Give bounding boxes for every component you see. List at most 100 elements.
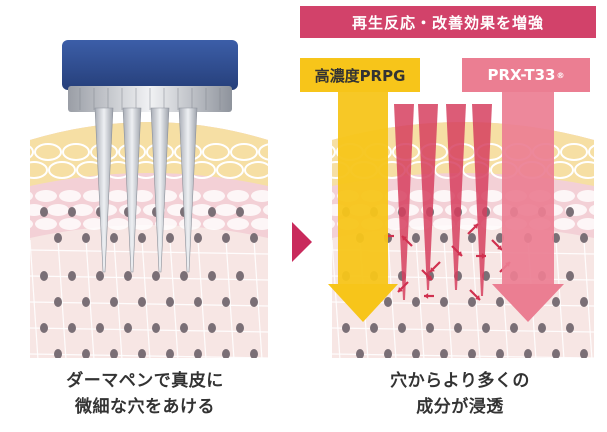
cell-nucleus [440,297,448,307]
dermal-cell [35,218,57,230]
cell-nucleus [236,323,244,333]
cell-nucleus [194,297,202,307]
cell-nucleus [82,297,90,307]
caption-left-line2: 微細な穴をあける [75,397,215,417]
dermal-cell [553,218,575,230]
diffusion-arrow-head [473,224,478,229]
cell-nucleus [166,297,174,307]
cell-nucleus [68,207,76,217]
cell-nucleus [166,349,174,358]
arrow-prx-head [492,284,564,322]
registered-mark: ® [556,70,565,80]
dermal-cell [227,218,249,230]
cell-nucleus [538,323,546,333]
cell-nucleus [566,271,574,281]
needle [122,107,142,273]
cell-nucleus [412,233,420,243]
arrow-prpg-label-text: 高濃度PRPG [314,66,406,85]
tissue-line [169,239,179,358]
fat-cell [258,143,268,161]
cell-nucleus [82,349,90,358]
cell-nucleus [124,323,132,333]
cell-nucleus [194,233,202,243]
cell-nucleus [222,233,230,243]
cell-nucleus [110,349,118,358]
diffusion-arrow-head [457,251,462,256]
dermapen-body [62,40,238,90]
cell-nucleus [236,271,244,281]
fat-cell [34,143,62,161]
dermal-cell [251,190,268,202]
cell-nucleus [440,349,448,358]
needle [178,107,198,273]
tissue-line [30,249,268,255]
tissue-line [555,239,565,358]
cell-nucleus [412,297,420,307]
dermapen-ring-grooves [79,88,221,110]
micro-channel [472,104,492,296]
fat-cell [216,161,244,179]
tissue-line [499,239,509,358]
needle [94,107,114,273]
tissue-line [30,239,39,358]
cell-nucleus [68,271,76,281]
cell-nucleus [552,349,560,358]
cell-nucleus [370,323,378,333]
skin-block-left [30,122,268,358]
needles [94,107,198,273]
caption-right-line2: 成分が浸透 [416,397,504,417]
tissue-line [225,239,235,358]
cell-nucleus [250,349,258,358]
dermal-cell [203,190,225,202]
dermal-cell [332,191,335,201]
fat-cell [202,143,230,161]
cell-nucleus [468,233,476,243]
arrow-prx-labelbox [462,58,590,92]
fat-cell [48,161,76,179]
tissue-line [332,239,341,358]
cell-nucleus [482,323,490,333]
tissue-line [57,239,67,358]
tissue-line [197,239,207,358]
cell-nucleus [250,233,258,243]
cell-nucleus [40,207,48,217]
dermal-cell [107,190,129,202]
fat-cell [588,144,594,160]
dermal-cell [239,204,261,216]
fat-cell [30,145,34,159]
cell-nucleus [54,349,62,358]
cell-nucleus [180,323,188,333]
cell-nucleus [96,271,104,281]
cell-nucleus [152,323,160,333]
fat-cell [62,143,90,161]
cell-nucleus [250,297,258,307]
cell-nucleus [468,349,476,358]
dermal-cell [71,204,93,216]
triangle-right-icon [292,222,312,262]
cell-nucleus [566,323,574,333]
dermal-cell [215,204,237,216]
cell-nucleus [384,349,392,358]
banner-title: 再生反応・改善効果を増強 [351,13,544,32]
diffusion-arrow-head [424,293,429,299]
cell-nucleus [82,233,90,243]
cell-nucleus [40,323,48,333]
cell-nucleus [54,233,62,243]
tissue-line [471,239,481,358]
diffusion-arrow-head [497,245,502,250]
needle [150,107,170,273]
fat-cell [332,145,336,159]
cell-nucleus [138,297,146,307]
arrow-prx-shaft [502,58,554,290]
dermal-cell [30,219,33,229]
tissue-line [113,239,123,358]
cell-nucleus [236,207,244,217]
tissue-line [141,239,151,358]
cell-nucleus [152,271,160,281]
cell-nucleus [138,233,146,243]
fat-cell [230,143,258,161]
caption-left-line1: ダーマペンで真皮に [66,371,224,391]
tissue-line [415,239,425,358]
dermal-cell [191,204,213,216]
